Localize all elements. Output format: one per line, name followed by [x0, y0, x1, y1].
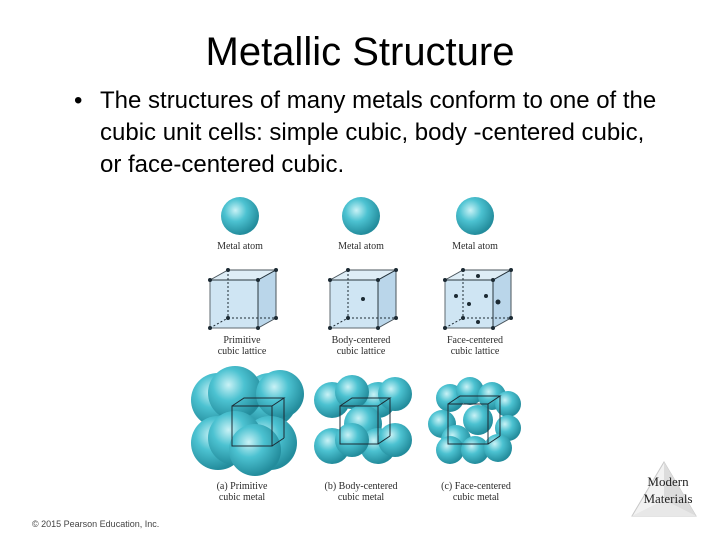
lattice-label-line1: Primitive: [192, 335, 292, 346]
lattice-label: Face-centered cubic lattice: [425, 335, 525, 357]
badge-line1: Modern: [630, 473, 706, 490]
modern-materials-badge: Modern Materials: [630, 460, 698, 518]
lattice-label-line2: cubic lattice: [192, 346, 292, 357]
body-centered-cubic-lattice: [328, 268, 398, 330]
lattice-label: Primitive cubic lattice: [192, 335, 292, 357]
primitive-cubic-metal: [191, 366, 304, 476]
lattice-label-line1: Body-centered: [311, 335, 411, 346]
primitive-cubic-lattice: [208, 268, 278, 330]
atom-label: Metal atom: [311, 241, 411, 252]
atom-label: Metal atom: [425, 241, 525, 252]
badge-text: Modern Materials: [630, 473, 706, 507]
metal-label-line1: (b) Body-centered: [306, 481, 416, 492]
metal-label-line2: cubic metal: [306, 492, 416, 503]
bullet-dot: •: [74, 85, 82, 117]
atom-label: Metal atom: [190, 241, 290, 252]
metal-label: (a) Primitive cubic metal: [187, 481, 297, 503]
metal-label: (c) Face-centered cubic metal: [421, 481, 531, 503]
lattice-label-line1: Face-centered: [425, 335, 525, 346]
metal-label: (b) Body-centered cubic metal: [306, 481, 416, 503]
lattice-label-line2: cubic lattice: [311, 346, 411, 357]
metal-label-line2: cubic metal: [187, 492, 297, 503]
slide-title: Metallic Structure: [0, 28, 720, 76]
metal-label-line1: (a) Primitive: [187, 481, 297, 492]
metal-label-line1: (c) Face-centered: [421, 481, 531, 492]
lattice-label: Body-centered cubic lattice: [311, 335, 411, 357]
face-centered-cubic-metal: [428, 377, 521, 464]
metal-atom-icon: [342, 197, 380, 235]
cubic-unit-cells-figure: Metal atom Metal atom Metal atom Primiti…: [180, 188, 530, 506]
body-centered-cubic-metal: [314, 375, 412, 464]
metal-label-line2: cubic metal: [421, 492, 531, 503]
bullet-text: The structures of many metals conform to…: [100, 85, 670, 181]
lattice-label-line2: cubic lattice: [425, 346, 525, 357]
badge-line2: Materials: [630, 490, 706, 507]
metal-atom-icon: [456, 197, 494, 235]
copyright-notice: © 2015 Pearson Education, Inc.: [32, 519, 159, 529]
face-centered-cubic-lattice: [443, 268, 513, 330]
metal-atom-icon: [221, 197, 259, 235]
